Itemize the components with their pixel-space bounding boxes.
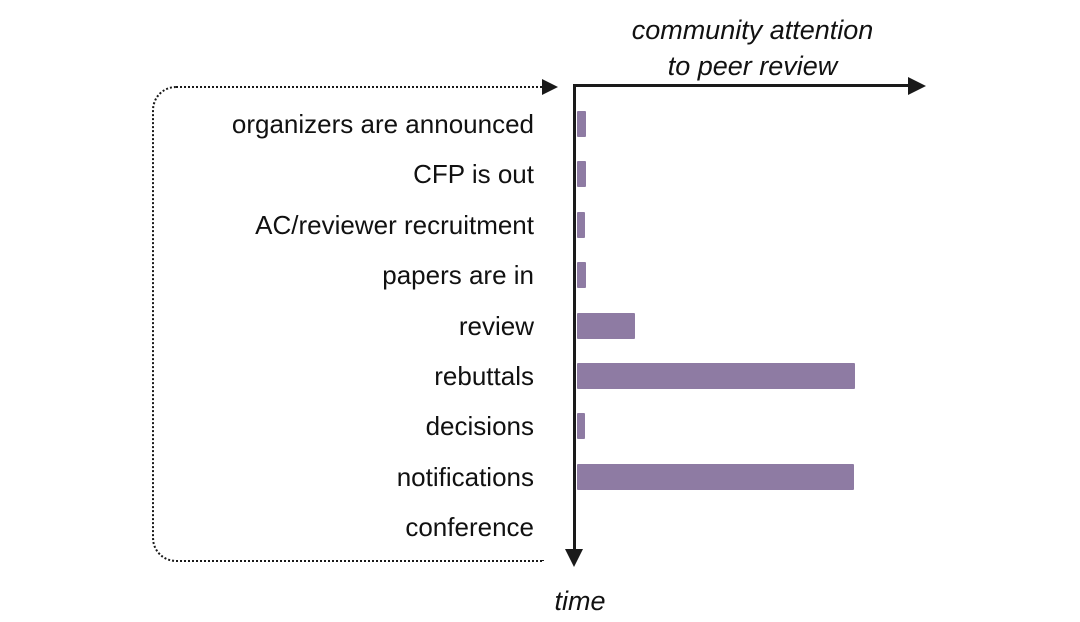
chart-row: rebuttals <box>0 351 1080 401</box>
chart-row: notifications <box>0 452 1080 502</box>
attention-axis-line <box>573 84 910 87</box>
stage-label: papers are in <box>382 260 534 291</box>
timeline-dotted-box <box>152 86 544 562</box>
timeline-arrowhead-icon <box>542 79 558 95</box>
time-axis-arrowhead-icon <box>565 549 583 567</box>
attention-bar <box>577 362 855 389</box>
stage-label: rebuttals <box>434 360 534 391</box>
attention-bar <box>577 413 585 440</box>
chart-row: decisions <box>0 401 1080 451</box>
attention-axis-arrowhead-icon <box>908 77 926 95</box>
stage-label: conference <box>405 512 534 543</box>
attention-bar <box>577 111 586 137</box>
chart-row: AC/reviewer recruitment <box>0 200 1080 250</box>
attention-bar <box>577 463 854 490</box>
stage-label: organizers are announced <box>231 109 534 139</box>
attention-axis-title-line2: to peer review <box>667 51 838 81</box>
attention-bar <box>577 211 585 238</box>
chart-row: review <box>0 301 1080 351</box>
attention-bar <box>577 262 586 289</box>
attention-axis-title: community attention to peer review <box>575 12 930 84</box>
stage-label: AC/reviewer recruitment <box>255 209 534 240</box>
stage-label: review <box>458 310 534 341</box>
chart-row: papers are in <box>0 250 1080 300</box>
time-axis-label: time <box>554 586 606 616</box>
time-axis-line <box>573 84 576 551</box>
attention-axis-title-line1: community attention <box>631 15 874 45</box>
chart-row: organizers are announced <box>0 99 1080 149</box>
stage-label: notifications <box>396 461 534 492</box>
chart-row: CFP is out <box>0 149 1080 199</box>
stage-label: CFP is out <box>413 159 534 190</box>
attention-bar <box>577 312 635 339</box>
stage-label: decisions <box>425 411 534 442</box>
attention-bar <box>577 161 586 188</box>
chart-row: conference <box>0 502 1080 552</box>
